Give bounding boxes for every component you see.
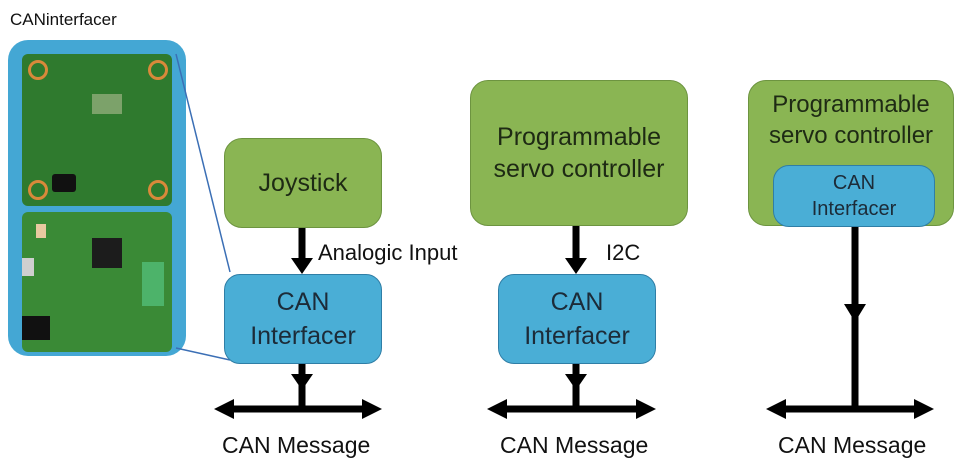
joystick-box: Joystick — [224, 138, 382, 228]
usb-port — [22, 258, 34, 276]
i2c-label: I2C — [606, 240, 641, 265]
component — [52, 174, 76, 192]
arrowhead — [214, 399, 234, 419]
arrowhead — [487, 399, 507, 419]
analogic-input-label: Analogic Input — [318, 240, 458, 265]
arrowhead — [914, 399, 934, 419]
can-interfacer-box-1: CAN Interfacer — [224, 274, 382, 364]
component — [92, 94, 122, 114]
component — [36, 224, 46, 238]
can-message-label-1: CAN Message — [222, 432, 371, 458]
arrowhead — [291, 374, 313, 390]
connector-line — [175, 53, 231, 273]
arrowhead — [565, 258, 587, 274]
arrowhead — [636, 399, 656, 419]
photo-panel-title: CANinterfacer — [10, 10, 117, 29]
can-interfacer-box-2: CAN Interfacer — [498, 274, 656, 364]
arrowhead — [844, 304, 866, 322]
arrowhead — [362, 399, 382, 419]
servo-controller-box-3: Programmable servo controller CAN Interf… — [748, 80, 954, 227]
pcb-photo-top — [22, 54, 172, 206]
mounting-hole — [148, 60, 168, 80]
arrowhead — [291, 258, 313, 274]
arrowhead — [565, 374, 587, 390]
servo-controller-label-3: Programmable servo controller — [768, 91, 934, 149]
can-message-label-2: CAN Message — [500, 432, 649, 458]
arrowhead — [766, 399, 786, 419]
chip — [92, 238, 122, 268]
mounting-hole — [28, 180, 48, 200]
mounting-hole — [148, 180, 168, 200]
servo-controller-box-2: Programmable servo controller — [470, 80, 688, 226]
can-message-label-3: CAN Message — [778, 432, 927, 458]
power-jack — [22, 316, 50, 340]
mounting-hole — [28, 60, 48, 80]
connector-line — [175, 347, 231, 361]
photo-panel — [8, 40, 186, 356]
pcb-photo-bottom — [22, 212, 172, 352]
connector — [142, 262, 164, 306]
can-interfacer-inner-box: CAN Interfacer — [773, 165, 935, 227]
